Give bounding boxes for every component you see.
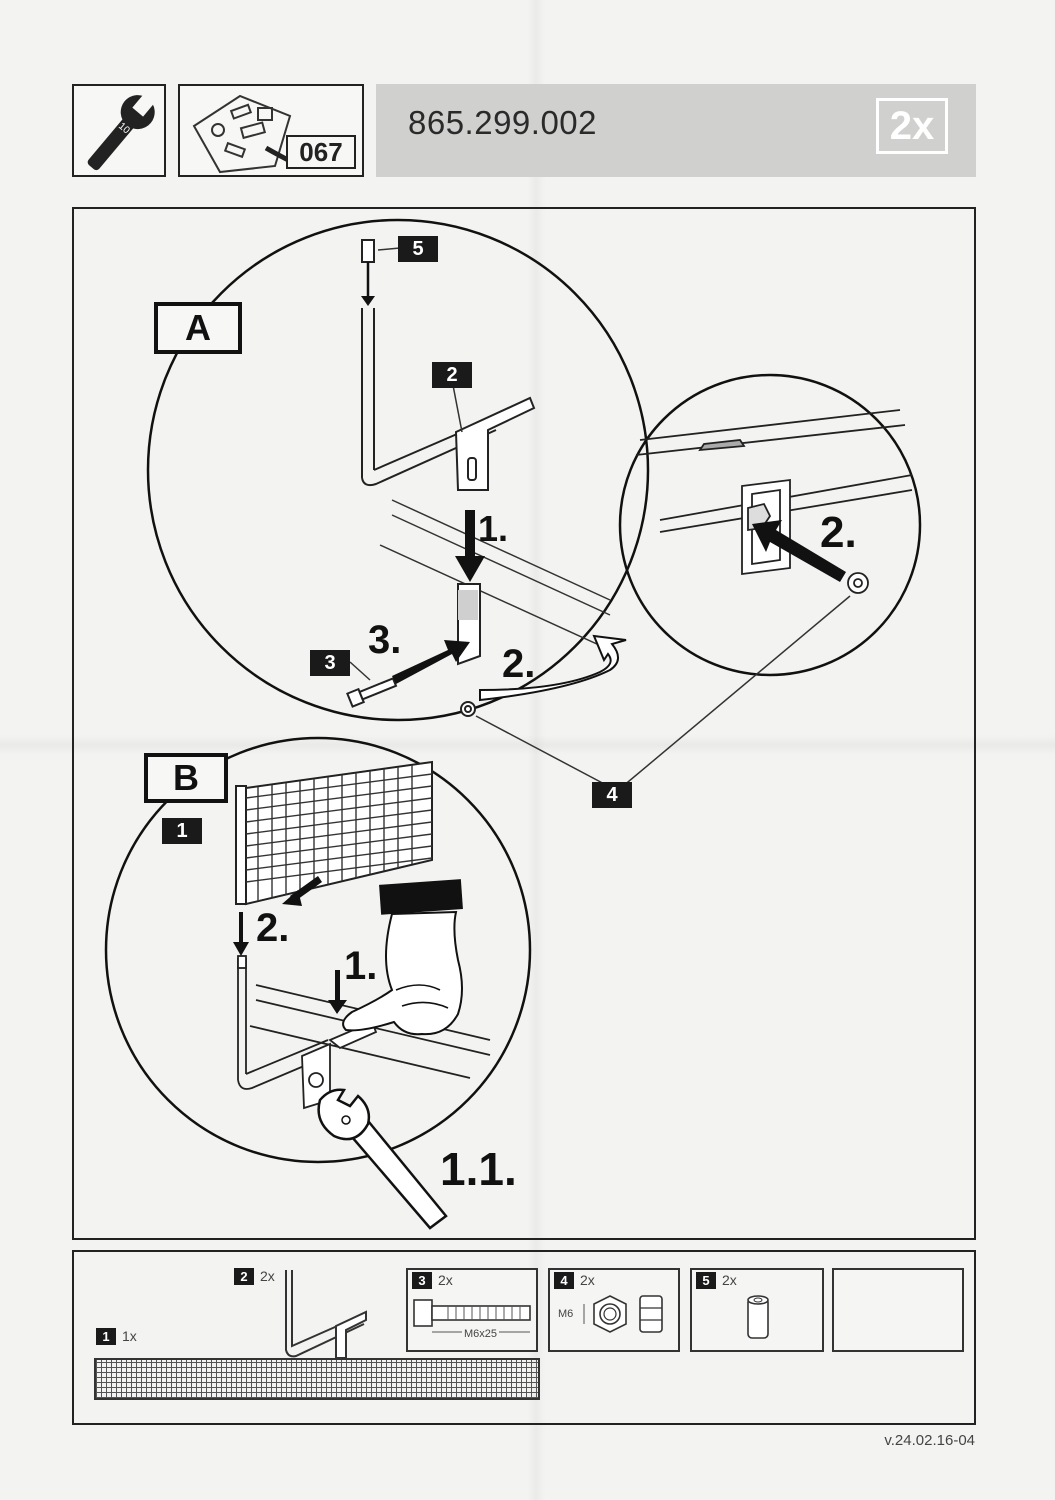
- part-list-qty-5: 2x: [722, 1272, 737, 1288]
- part-list-qty-2: 2x: [260, 1268, 275, 1284]
- detail-circle-nut: [618, 373, 922, 677]
- part-list-qty-3: 2x: [438, 1272, 453, 1288]
- rotate-arrow-a: [479, 634, 627, 702]
- assembly-frame: [72, 207, 976, 1240]
- table-edge-b: [237, 955, 491, 1110]
- part-item-3: 3 2x M6x25: [406, 1268, 538, 1352]
- step-a-2: 2.: [502, 642, 536, 686]
- paper-fold-horizontal: [0, 735, 1055, 755]
- net-part-image: [94, 1358, 540, 1400]
- step-b-label: B: [144, 753, 228, 803]
- step-b-2: 2.: [256, 906, 290, 950]
- part-list-tag-4: 4: [554, 1272, 574, 1289]
- net-post-a: [346, 239, 536, 717]
- cap-part-image: [747, 1295, 769, 1339]
- part-list-qty-4: 2x: [580, 1272, 595, 1288]
- part-tag-5: 5: [398, 236, 438, 262]
- bracket-part-image: [285, 1270, 367, 1359]
- part-list-tag-3: 3: [412, 1272, 432, 1289]
- part-list-tag-1: 1: [96, 1328, 116, 1345]
- part-tag-1: 1: [162, 818, 202, 844]
- tool-box: 10: [72, 84, 166, 177]
- header-bar: 865.299.002 2x: [376, 84, 976, 177]
- step-a-1: 1.: [478, 508, 509, 549]
- step-b-1-1: 1.1.: [440, 1143, 517, 1195]
- part-item-empty: [832, 1268, 964, 1352]
- detail-circle-b: [104, 736, 532, 1164]
- parts-list: 1 1x 2 2x 3 2x M6x25: [72, 1250, 976, 1425]
- net-b: [235, 760, 433, 906]
- leader-lines-4: [349, 247, 851, 788]
- part-tag-2: 2: [432, 362, 472, 388]
- table-edge-a: [379, 499, 611, 651]
- nut-detail: [635, 409, 913, 594]
- step-a-label: A: [154, 302, 242, 354]
- part-list-tag-2: 2: [234, 1268, 254, 1285]
- wrench-icon: 10: [87, 92, 156, 171]
- wrench-tool-b: [317, 1088, 448, 1230]
- bolt-part-image: [413, 1299, 531, 1333]
- version-label: v.24.02.16-04: [884, 1432, 975, 1449]
- part-list-qty-1: 1x: [122, 1328, 137, 1344]
- arrows-b: [233, 876, 347, 1014]
- bolt-size-label: M6x25: [462, 1328, 500, 1340]
- article-number: 865.299.002: [408, 104, 598, 141]
- part-item-5: 5 2x: [690, 1268, 824, 1352]
- part-list-tag-5: 5: [696, 1272, 716, 1289]
- step-a-detail-2: 2.: [820, 508, 857, 557]
- step-a-3: 3.: [368, 618, 402, 662]
- quantity-badge: 2x: [876, 98, 948, 154]
- parts-bag-box: 067: [178, 84, 364, 177]
- part-tag-3: 3: [310, 650, 350, 676]
- parts-bag-code: 067: [286, 135, 356, 169]
- parts-bag-icon: [192, 94, 298, 174]
- nut-part-image: [583, 1295, 663, 1333]
- nut-arrow: [752, 520, 846, 582]
- step-b-1: 1.: [344, 944, 378, 988]
- hand-icon: [342, 879, 463, 1036]
- part-item-4: 4 2x M6: [548, 1268, 680, 1352]
- part-tag-4: 4: [592, 782, 632, 808]
- arrows-a: [361, 262, 485, 684]
- nut-size-label: M6: [558, 1308, 574, 1320]
- detail-circle-a: [146, 218, 650, 722]
- paper-fold-vertical: [527, 0, 545, 1500]
